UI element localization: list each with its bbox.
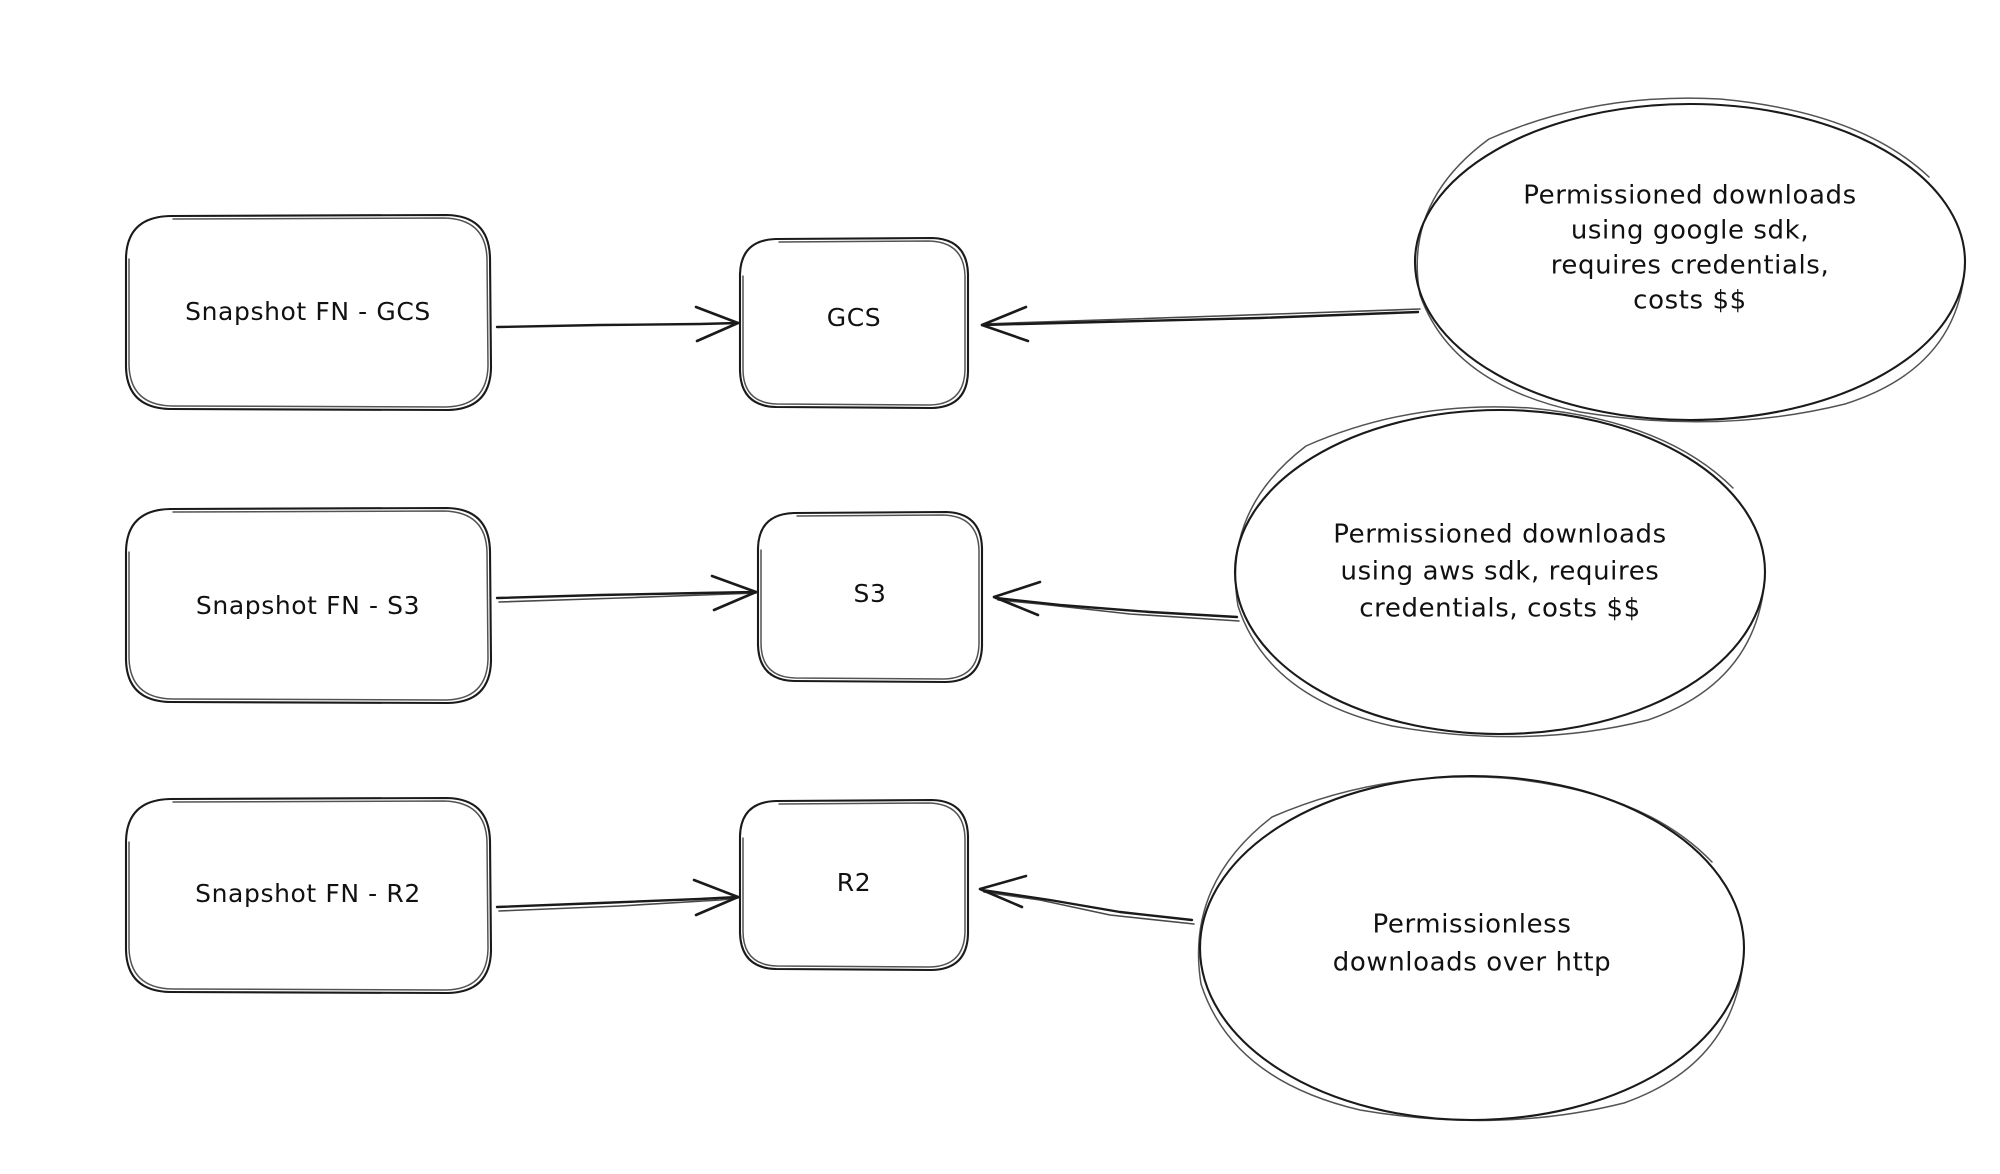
node-label-snapshot-fn-r2: Snapshot FN - R2 — [195, 879, 421, 908]
node-label-r2: R2 — [837, 868, 871, 897]
annotation-line-note-gcs-1: using google sdk, — [1571, 216, 1809, 246]
edge-note-gcs-to-gcs — [980, 305, 1421, 343]
node-label-gcs: GCS — [827, 303, 882, 332]
edge-snapshot-gcs-to-gcs — [495, 305, 740, 343]
annotation-line-note-r2-0: Permissionless — [1373, 910, 1572, 940]
node-snapshot-fn-r2[interactable]: Snapshot FN - R2 — [124, 796, 493, 995]
annotation-line-note-s3-1: using aws sdk, requires — [1341, 557, 1660, 587]
annotation-line-note-gcs-0: Permissioned downloads — [1523, 181, 1856, 211]
node-label-snapshot-fn-s3: Snapshot FN - S3 — [196, 591, 420, 620]
annotation-note-r2[interactable]: Permissionless downloads over http — [1197, 774, 1746, 1122]
node-s3[interactable]: S3 — [756, 510, 984, 684]
edge-note-r2-to-r2 — [978, 874, 1195, 925]
annotation-line-note-r2-1: downloads over http — [1333, 948, 1612, 978]
node-snapshot-fn-s3[interactable]: Snapshot FN - S3 — [124, 506, 493, 705]
annotation-line-note-s3-0: Permissioned downloads — [1333, 520, 1666, 550]
annotation-line-note-s3-2: credentials, costs $$ — [1359, 594, 1640, 624]
edge-snapshot-r2-to-r2 — [495, 878, 740, 917]
annotation-line-note-gcs-3: costs $$ — [1633, 286, 1747, 316]
node-gcs[interactable]: GCS — [738, 236, 970, 410]
node-label-snapshot-fn-gcs: Snapshot FN - GCS — [185, 297, 431, 326]
edge-note-s3-to-s3 — [992, 580, 1240, 622]
node-snapshot-fn-gcs[interactable]: Snapshot FN - GCS — [124, 213, 493, 412]
annotation-line-note-gcs-2: requires credentials, — [1551, 251, 1830, 281]
node-label-s3: S3 — [854, 579, 887, 608]
annotation-note-s3[interactable]: Permissioned downloads using aws sdk, re… — [1233, 406, 1767, 738]
edge-snapshot-s3-to-s3 — [495, 574, 758, 612]
annotation-note-gcs[interactable]: Permissioned downloads using google sdk,… — [1413, 97, 1967, 423]
node-r2[interactable]: R2 — [738, 798, 970, 972]
